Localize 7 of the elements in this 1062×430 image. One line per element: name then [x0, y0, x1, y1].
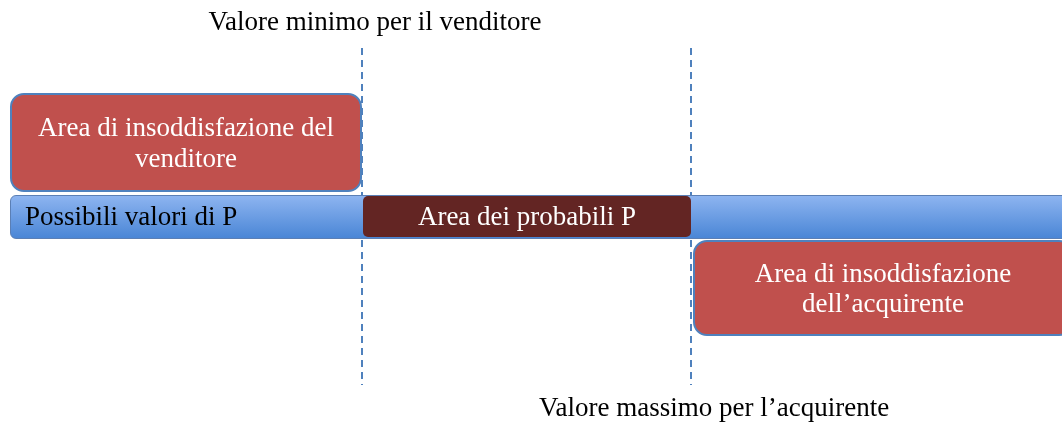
bar-label: Possibili valori di P [25, 201, 238, 232]
probable-price-box: Area dei probabili P [363, 196, 691, 237]
seller-dissatisfaction-box: Area di insoddisfazione del venditore [10, 93, 362, 192]
threshold-label: Valore minimo per il venditore [208, 6, 542, 37]
buyer-dissatisfaction-box: Area di insoddisfazione dell’acquirente [693, 240, 1062, 336]
price-range-bar [10, 195, 1062, 239]
threshold-label: Valore massimo per l’acquirente [539, 392, 890, 423]
